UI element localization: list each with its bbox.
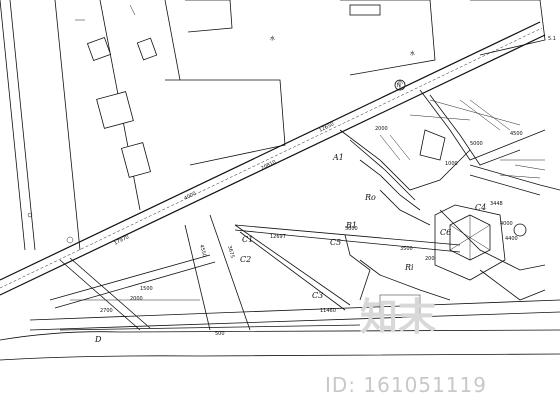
dim-3675: 3675: [226, 245, 235, 259]
dim-2700: 2700: [100, 308, 113, 314]
main-road: [0, 21, 560, 361]
dim-2000: 2000: [130, 296, 143, 302]
watermark: 知末 ID: 161051119: [325, 295, 487, 397]
dim-500: 500: [215, 331, 225, 337]
dim-11460: 11460: [320, 308, 336, 314]
dim-4000b: 4000: [500, 221, 513, 227]
watermark-brand: 知末: [360, 295, 436, 339]
dim-17970: 17970: [113, 234, 130, 247]
dim-4500: 4500: [510, 131, 523, 137]
label-ri: Ri: [404, 263, 414, 272]
dim-1500: 1500: [140, 286, 153, 292]
label-c4: C4: [475, 203, 486, 212]
label-c6: C6: [440, 228, 451, 237]
dim-4550: 4550: [198, 244, 207, 258]
point-labels: A1 B1 C1 C2 C3 C4 C5 C6 Ri Ro D N 水 水 5.…: [94, 35, 556, 344]
building-blocks: [0, 0, 546, 251]
label-ro: Ro: [364, 193, 376, 202]
dim-3500: 3500: [400, 246, 413, 252]
dim-5000: 5000: [345, 226, 358, 232]
dim-12650: 12650: [318, 121, 335, 134]
label-c3: C3: [312, 291, 323, 300]
dimension-labels: 20810 12697 4000 17970 11460 2000 2700 1…: [100, 121, 523, 337]
label-c5: C5: [330, 238, 341, 247]
label-c2: C2: [240, 255, 251, 264]
north-mark: N: [397, 83, 401, 89]
side-text-1: 水: [270, 35, 275, 42]
watermark-id: ID: 161051119: [325, 373, 487, 397]
dim-5000b: 5000: [470, 141, 483, 147]
dim-20810: 20810: [260, 159, 277, 172]
dim-3448: 3448: [490, 201, 503, 207]
plaza-lines: [49, 214, 461, 331]
label-d: D: [94, 335, 102, 344]
label-a1: A1: [332, 153, 344, 162]
side-text-3: 5.1: [548, 36, 556, 42]
label-b1: B1: [345, 221, 357, 230]
dim-4000: 4000: [183, 191, 197, 202]
star-plaza: [339, 79, 560, 316]
dim-200: 200: [425, 256, 435, 262]
dim-12697: 12697: [270, 234, 286, 240]
dim-4400: 4400: [505, 236, 518, 242]
dim-1000: 1000: [445, 161, 458, 167]
side-text-2: 水: [410, 50, 415, 57]
dim-2000b: 2000: [375, 126, 388, 132]
label-c1: C1: [242, 235, 253, 244]
